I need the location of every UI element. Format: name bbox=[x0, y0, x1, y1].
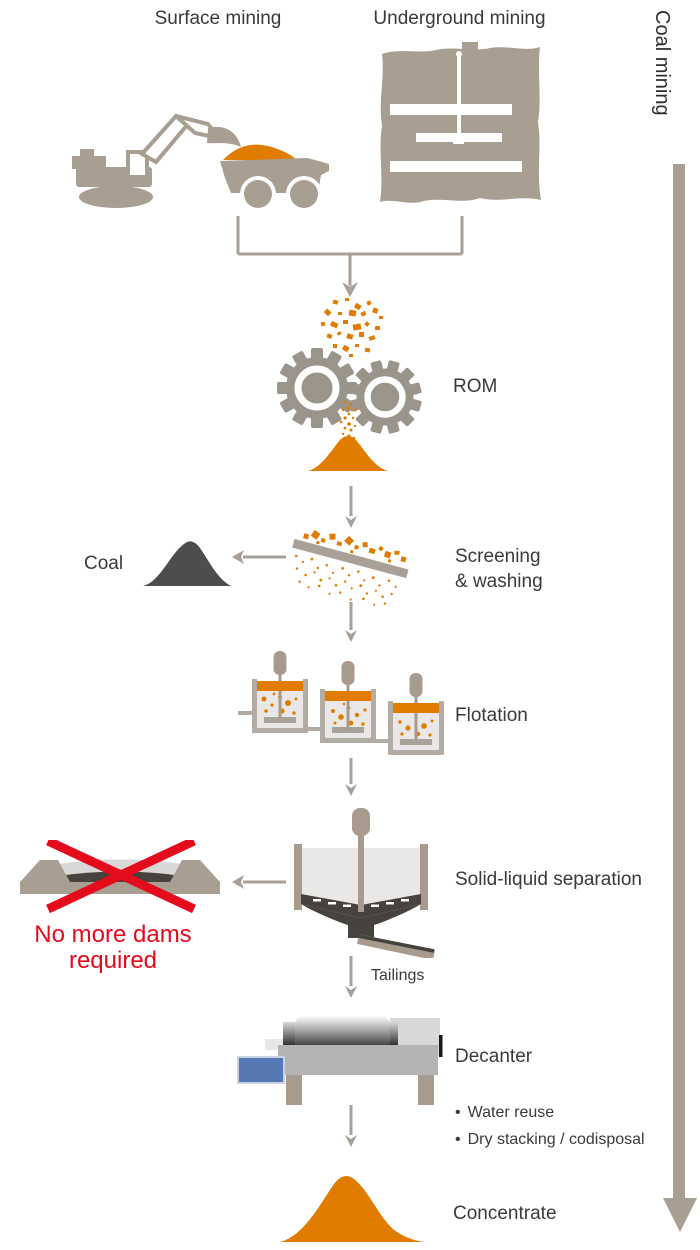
underground-mining-label: Underground mining bbox=[373, 8, 546, 29]
screening-washing-label: Screening & washing bbox=[455, 546, 543, 592]
decanter-label: Decanter bbox=[455, 1046, 533, 1067]
crossed-out-dam-icon bbox=[20, 840, 220, 914]
red-x-icon bbox=[46, 840, 196, 914]
underground-mining-icon bbox=[380, 42, 541, 203]
flotation-label: Flotation bbox=[455, 705, 528, 726]
arrow-flotation-to-separation bbox=[345, 758, 357, 796]
concentrate-pile-icon bbox=[280, 1175, 426, 1242]
arrow-rom-to-screening bbox=[345, 486, 357, 528]
merge-connector-arrow bbox=[236, 216, 464, 297]
coal-mining-axis-label: Coal mining bbox=[651, 10, 673, 116]
screening-washing-icon bbox=[292, 530, 409, 606]
coal-mining-axis-arrow-head bbox=[663, 1198, 697, 1232]
rom-ore-pile bbox=[308, 436, 388, 471]
arrow-separation-to-dams bbox=[232, 875, 286, 889]
arrow-screening-to-flotation bbox=[345, 602, 357, 642]
note-dry-stacking: • Dry stacking / codisposal bbox=[455, 1131, 645, 1148]
bullet-icon: • bbox=[455, 1104, 461, 1121]
flotation-cells-icon bbox=[238, 651, 444, 755]
arrow-separation-to-decanter bbox=[345, 956, 357, 998]
surface-mining-icon bbox=[72, 113, 329, 212]
coal-pile-icon bbox=[143, 541, 231, 586]
solid-liquid-separation-label: Solid-liquid separation bbox=[455, 869, 642, 890]
decanter-icon bbox=[237, 1016, 443, 1105]
gear-left-icon bbox=[277, 348, 357, 428]
note-water-reuse: • Water reuse bbox=[455, 1104, 555, 1121]
surface-mining-label: Surface mining bbox=[154, 8, 282, 29]
decanter-notes: • Water reuse • Dry stacking / codisposa… bbox=[455, 1102, 645, 1156]
arrow-screening-to-coal bbox=[232, 550, 286, 564]
coal-mining-axis-arrow-shaft bbox=[673, 164, 685, 1199]
concentrate-label: Concentrate bbox=[453, 1203, 557, 1224]
tailings-label: Tailings bbox=[371, 967, 425, 984]
gear-right-icon bbox=[348, 360, 422, 434]
no-more-dams-note: No more dams required bbox=[34, 921, 192, 974]
arrow-decanter-to-concentrate bbox=[345, 1105, 357, 1147]
bullet-icon: • bbox=[455, 1131, 461, 1148]
solid-liquid-separation-icon bbox=[294, 808, 436, 958]
coal-label: Coal bbox=[84, 553, 124, 574]
rom-crusher-icon bbox=[277, 298, 422, 471]
rom-label: ROM bbox=[453, 376, 498, 397]
